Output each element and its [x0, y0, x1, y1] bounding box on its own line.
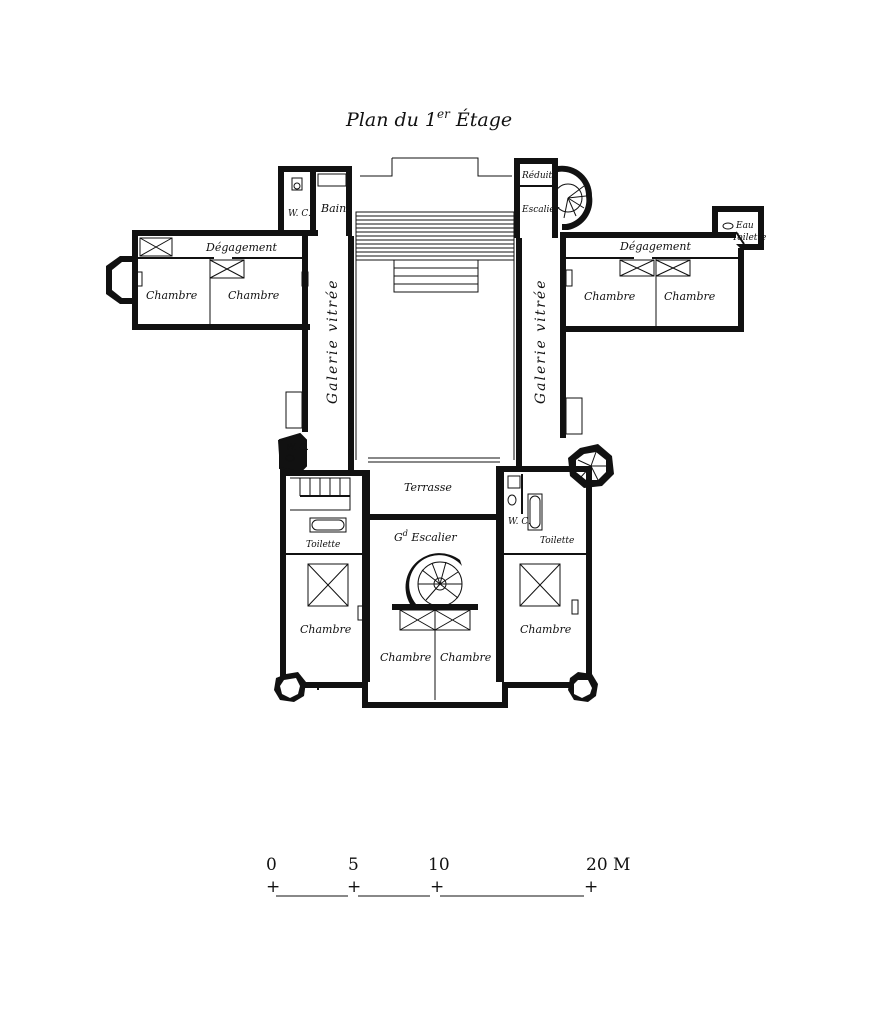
left-gallery-label: Galerie vitrée — [325, 279, 341, 404]
plan-title: Plan du 1er Étage — [345, 107, 512, 131]
center-wc-label: W. C. — [508, 517, 531, 527]
central-court — [355, 157, 515, 463]
scale-plus-5: + — [347, 877, 361, 897]
lower-left-chambre-label: Chambre — [300, 623, 352, 636]
right-toilette-small-label: Toilette — [732, 233, 766, 243]
right-eau-label: Eau — [735, 221, 754, 231]
right-wing: Réduit Escalier Eau Toilette Dégagement … — [514, 158, 766, 332]
left-degagement-label: Dégagement — [205, 241, 278, 254]
scale-plus-10: + — [430, 877, 444, 897]
left-wing: Dégagement Chambre Chambre W. C. Bain — [106, 166, 352, 330]
right-gallery-label: Galerie vitrée — [533, 279, 549, 404]
scale-tick-10: 10 — [428, 855, 450, 875]
right-chambre-1-label: Chambre — [584, 290, 636, 303]
left-chambre-2-label: Chambre — [228, 289, 280, 302]
right-degagement-label: Dégagement — [619, 240, 692, 253]
scale-bar: 0 5 10 20 M + + + + — [266, 855, 630, 897]
terrasse-label: Terrasse — [404, 481, 452, 494]
lower-center-chambre-2-label: Chambre — [440, 651, 492, 664]
left-chambre-1-label: Chambre — [146, 289, 198, 302]
scale-tick-5: 5 — [348, 855, 359, 875]
left-service-stair — [290, 477, 351, 511]
left-gallery: Galerie vitrée W. C. — [278, 236, 354, 474]
scale-plus-20: + — [584, 877, 598, 897]
left-bain-label: Bain — [320, 202, 346, 215]
left-lower-wc-label: W. C. — [286, 443, 309, 453]
scale-plus-0: + — [266, 877, 280, 897]
scale-tick-0: 0 — [266, 855, 277, 875]
grand-escalier-label: Gd Escalier — [394, 529, 457, 544]
grand-staircase — [405, 553, 463, 607]
scale-tick-20: 20 M — [586, 855, 630, 875]
right-escalier-label: Escalier — [521, 205, 560, 215]
entrance-steps — [355, 211, 515, 293]
left-toilette-label: Toilette — [306, 540, 340, 550]
lower-right-chambre-label: Chambre — [520, 623, 572, 636]
right-toilette-label: Toilette — [540, 536, 574, 546]
main-block: Terrasse W. C. Gd Escalier Toilette Toil… — [274, 466, 598, 708]
left-gallery-columns — [348, 267, 354, 455]
right-chambre-2-label: Chambre — [664, 290, 716, 303]
right-gallery-columns — [516, 267, 522, 455]
right-gallery: Galerie vitrée — [516, 238, 614, 488]
left-wc-label: W. C. — [288, 209, 311, 219]
lower-center-chambre-1-label: Chambre — [380, 651, 432, 664]
right-reduit-label: Réduit — [521, 170, 553, 181]
